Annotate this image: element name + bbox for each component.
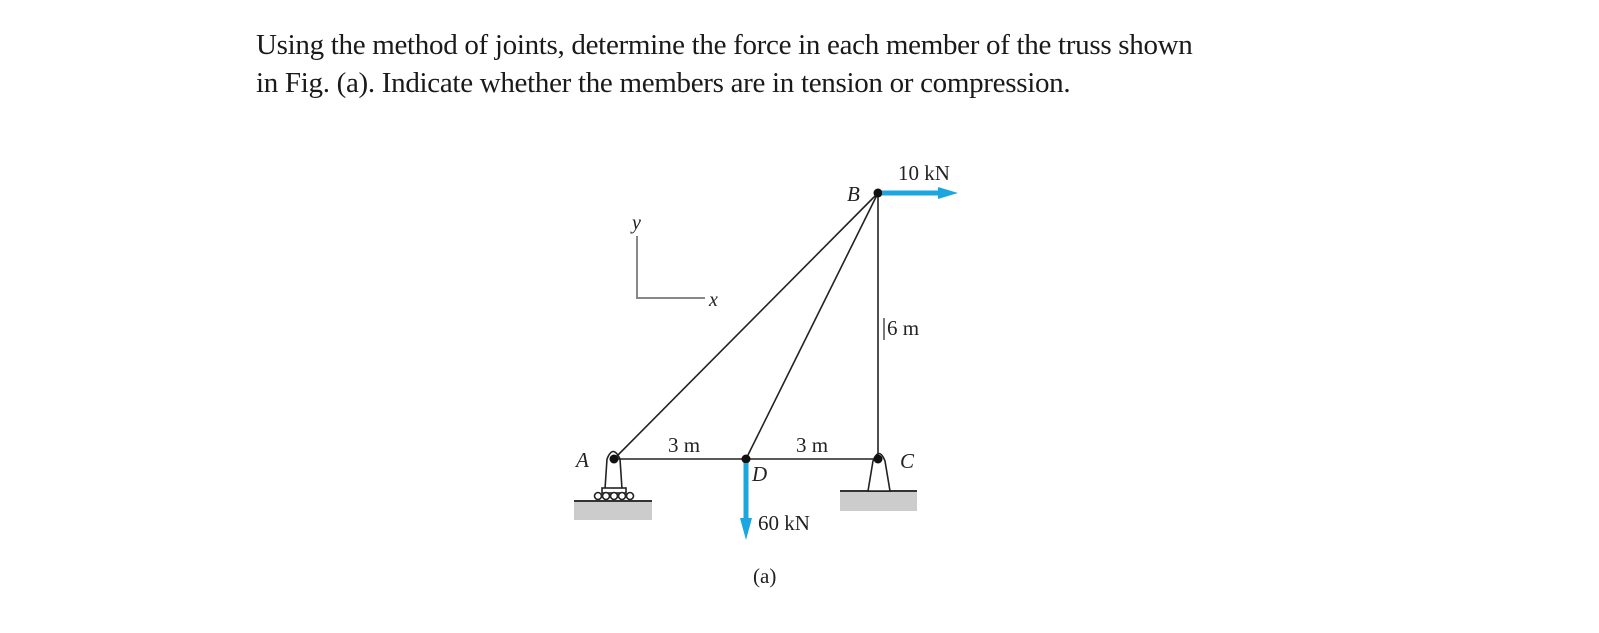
problem-line-1: Using the method of joints, determine th… bbox=[256, 29, 1193, 61]
truss-members bbox=[613, 192, 879, 460]
load-arrow-B-icon bbox=[882, 187, 958, 199]
member-AB bbox=[613, 192, 879, 460]
axes-icon: y x bbox=[630, 212, 718, 311]
joint-label-C: C bbox=[900, 449, 915, 473]
problem-line-2: in Fig. (a). Indicate whether the member… bbox=[256, 67, 1071, 99]
problem-statement: Using the method of joints, determine th… bbox=[256, 26, 1336, 102]
load-label-B: 10 kN bbox=[898, 161, 950, 185]
joint-label-A: A bbox=[574, 448, 589, 472]
dimension-BC: 6 m bbox=[887, 316, 919, 340]
ground-A bbox=[574, 501, 652, 520]
joint-D bbox=[741, 454, 751, 464]
joint-label-D: D bbox=[751, 462, 767, 486]
dimension-DC: 3 m bbox=[796, 433, 828, 457]
member-DB bbox=[745, 192, 879, 460]
axis-y-label: y bbox=[630, 212, 641, 234]
joint-A bbox=[609, 454, 619, 464]
pin-support-C bbox=[867, 452, 891, 492]
joint-C bbox=[873, 454, 883, 464]
joint-label-B: B bbox=[847, 182, 860, 206]
figure-caption: (a) bbox=[753, 564, 776, 588]
load-arrow-D-icon bbox=[740, 463, 752, 540]
ground-C bbox=[840, 491, 917, 511]
dimension-AD: 3 m bbox=[668, 433, 700, 457]
axis-x-label: x bbox=[708, 289, 718, 311]
load-label-D: 60 kN bbox=[758, 511, 810, 535]
joint-B bbox=[873, 188, 883, 198]
